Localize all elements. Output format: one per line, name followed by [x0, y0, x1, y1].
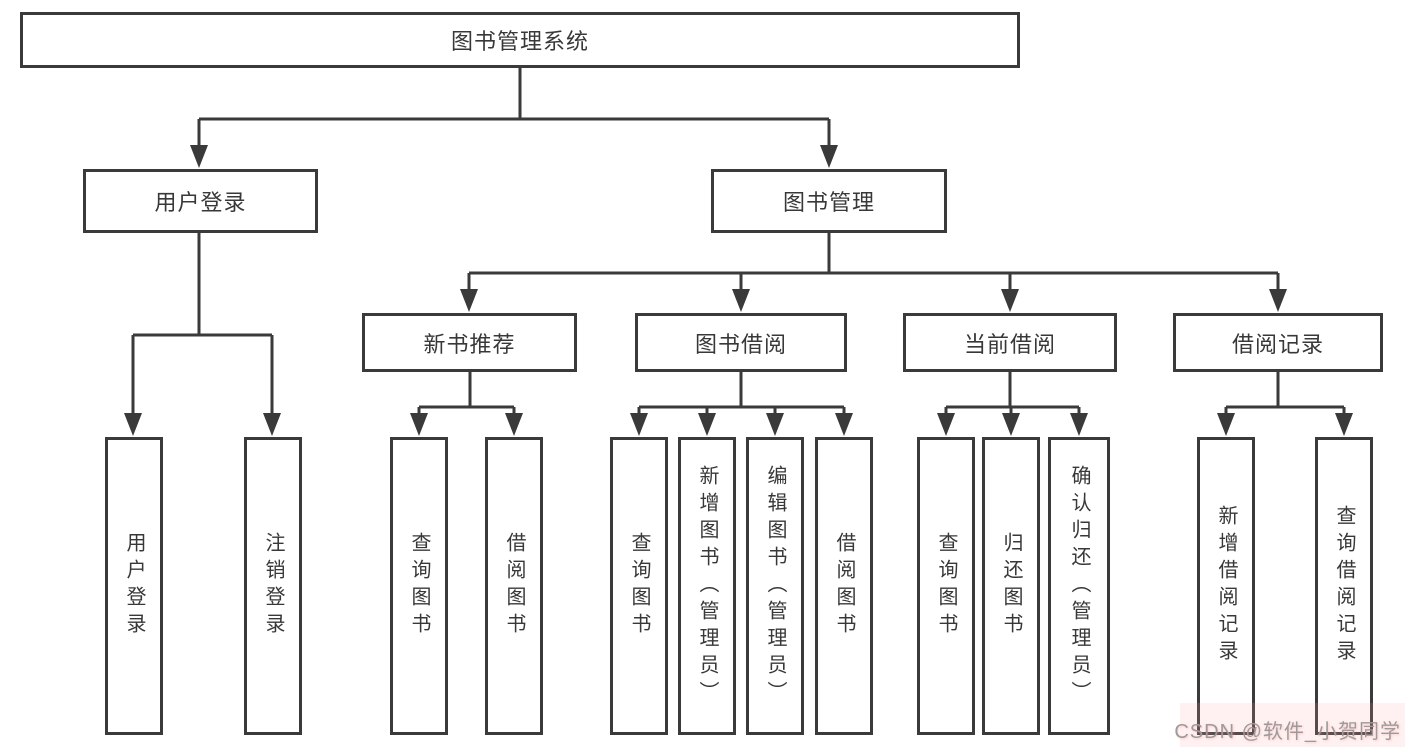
connector-book-management-branch — [460, 233, 1287, 312]
connector-new-book-group — [410, 372, 523, 436]
node-book-management: 图书管理 — [711, 169, 947, 233]
connector-root-to-level2 — [190, 68, 838, 168]
leaf-user-login-label: 用户登录 — [123, 532, 145, 640]
leaf-query-borrow-record-label: 查询借阅记录 — [1333, 505, 1355, 667]
leaf-return-books: 归还图书 — [982, 437, 1040, 735]
connector-current-borrowing-group — [937, 372, 1088, 436]
node-root-system: 图书管理系统 — [20, 12, 1020, 68]
leaf-borrow-books-label: 借阅图书 — [833, 532, 855, 640]
watermark: CSDN @软件_小贺同学 — [1174, 721, 1401, 743]
leaf-confirm-return-admin: 确认归还（管理员） — [1048, 437, 1110, 735]
leaf-logout-login-label: 注销登录 — [262, 532, 284, 640]
leaf-add-borrow-record-label: 新增借阅记录 — [1215, 505, 1237, 667]
leaf-add-books-admin: 新增图书（管理员） — [678, 437, 736, 735]
node-new-book-recommendation: 新书推荐 — [362, 313, 577, 372]
leaf-query-books-current-label: 查询图书 — [935, 532, 957, 640]
node-book-management-label: 图书管理 — [782, 190, 875, 215]
leaf-user-login: 用户登录 — [105, 437, 163, 735]
leaf-query-books-borrowing: 查询图书 — [610, 437, 668, 735]
leaf-logout-login: 注销登录 — [244, 437, 302, 735]
node-user-login: 用户登录 — [83, 169, 318, 233]
leaf-query-books-current: 查询图书 — [917, 437, 975, 735]
leaf-query-borrow-record: 查询借阅记录 — [1315, 437, 1373, 735]
connector-user-login-branch — [124, 233, 281, 436]
leaf-confirm-return-admin-label: 确认归还（管理员） — [1068, 464, 1090, 708]
leaf-query-books-recommend-label: 查询图书 — [408, 532, 430, 640]
leaf-borrow-books: 借阅图书 — [815, 437, 873, 735]
leaf-edit-books-admin: 编辑图书（管理员） — [746, 437, 804, 735]
leaf-add-borrow-record: 新增借阅记录 — [1197, 437, 1255, 735]
leaf-add-books-admin-label: 新增图书（管理员） — [696, 464, 718, 708]
node-borrowing-records: 借阅记录 — [1173, 313, 1383, 372]
leaf-query-books-borrowing-label: 查询图书 — [628, 532, 650, 640]
leaf-borrow-books-recommend: 借阅图书 — [485, 437, 543, 735]
leaf-query-books-recommend: 查询图书 — [390, 437, 448, 735]
node-borrowing-records-label: 借阅记录 — [1231, 331, 1324, 357]
connector-book-borrowing-group — [630, 372, 853, 436]
leaf-return-books-label: 归还图书 — [1000, 532, 1022, 640]
node-current-borrowing-label: 当前借阅 — [963, 331, 1056, 357]
node-book-borrowing-label: 图书借阅 — [694, 331, 787, 357]
node-current-borrowing: 当前借阅 — [903, 313, 1117, 372]
connector-borrowing-records-group — [1217, 372, 1353, 436]
node-new-book-recommendation-label: 新书推荐 — [423, 331, 516, 357]
leaf-borrow-books-recommend-label: 借阅图书 — [503, 532, 525, 640]
node-book-borrowing: 图书借阅 — [635, 313, 847, 372]
leaf-edit-books-admin-label: 编辑图书（管理员） — [764, 464, 786, 708]
node-root-label: 图书管理系统 — [450, 29, 589, 54]
node-user-login-label: 用户登录 — [154, 190, 247, 215]
